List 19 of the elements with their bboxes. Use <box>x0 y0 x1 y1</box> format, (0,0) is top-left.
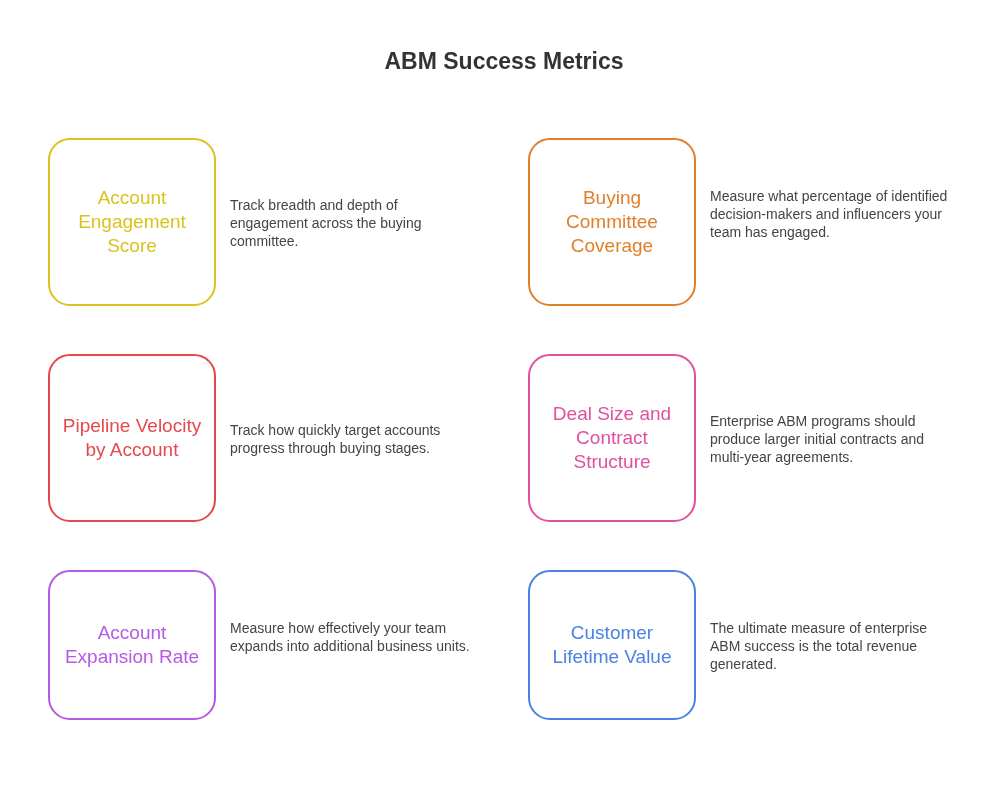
metric-card <box>528 354 696 522</box>
metric-card <box>528 138 696 306</box>
metric-description: Track breadth and depth of engagement across the buying committee. <box>230 196 423 250</box>
diagram-title: ABM Success Metrics <box>383 48 625 75</box>
metric-description: The ultimate measure of enterprise ABM success is the total revenue generated. <box>710 619 929 673</box>
metric-card <box>48 138 216 306</box>
metric-card <box>48 354 216 522</box>
metric-card <box>48 570 216 720</box>
metric-description: Measure what percentage of identified decision-makers and influencers your team has engaged. <box>710 187 949 241</box>
metric-name: Deal Size and Contract Structure <box>551 402 673 474</box>
metric-name: Account Engagement Score <box>77 186 187 258</box>
metric-name: Account Expansion Rate <box>63 621 201 669</box>
metric-name: Pipeline Velocity by Account <box>61 414 203 462</box>
metric-description: Enterprise ABM programs should produce larger initial contracts and multi-year agreements. <box>710 412 925 466</box>
metric-name: Buying Committee Coverage <box>565 186 659 258</box>
metric-name: Customer Lifetime Value <box>551 621 673 669</box>
metric-description: Measure how effectively your team expands into additional business units. <box>230 619 471 655</box>
metric-card <box>528 570 696 720</box>
metric-description: Track how quickly target accounts progress through buying stages. <box>230 421 442 457</box>
